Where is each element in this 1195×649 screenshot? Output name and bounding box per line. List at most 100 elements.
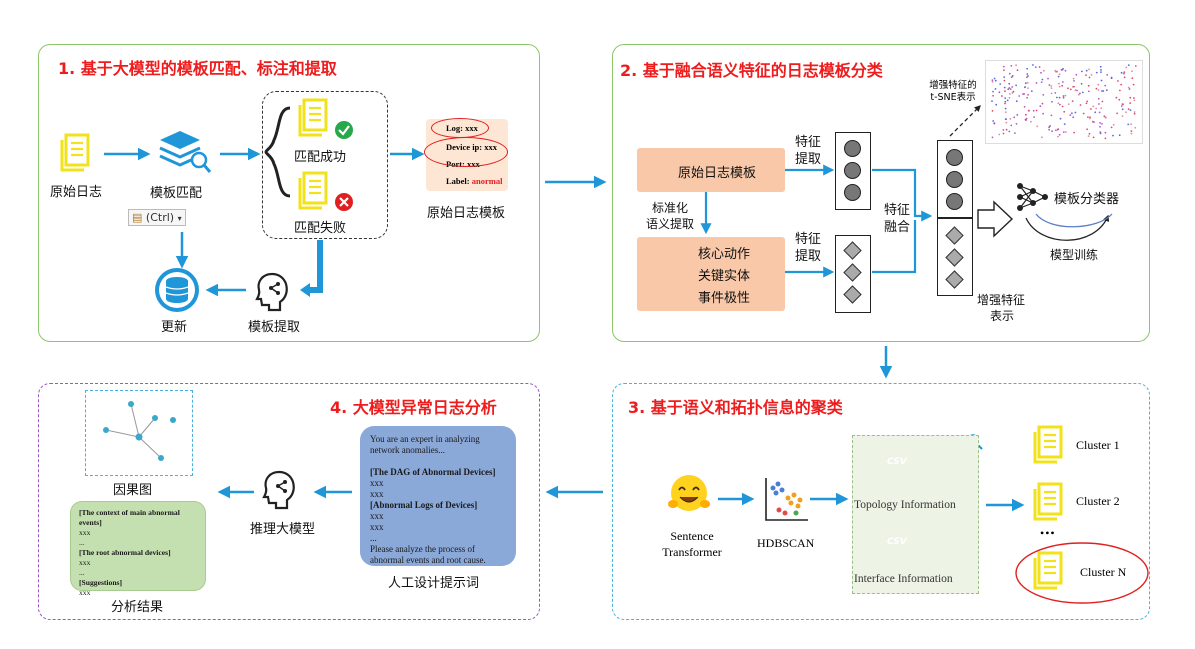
prompt-line: [The DAG of Abnormal Devices] xyxy=(370,467,496,477)
semantic-item-3: 事件极性 xyxy=(698,291,751,306)
tsne-point xyxy=(1104,84,1107,87)
tsne-point xyxy=(1099,65,1102,68)
panel2-title: 2. 基于融合语义特征的日志模板分类 xyxy=(620,61,883,80)
tsne-point xyxy=(1095,71,1098,74)
tsne-point xyxy=(995,103,998,106)
semantic-item-1: 核心动作 xyxy=(698,247,751,262)
tsne-point xyxy=(1026,81,1029,84)
tsne-point xyxy=(1092,136,1095,139)
tsne-point xyxy=(1058,96,1061,99)
enhanced-repr-b: 表示 xyxy=(990,309,1015,323)
match-fail-label: 匹配失败 xyxy=(294,221,347,236)
tsne-point xyxy=(1073,85,1075,88)
tsne-point xyxy=(1069,88,1072,91)
tsne-point xyxy=(1092,105,1095,108)
tsne-point xyxy=(1025,113,1027,116)
tsne-point xyxy=(1024,118,1027,121)
check-circle-icon xyxy=(335,121,353,139)
tsne-point xyxy=(1086,100,1089,103)
tsne-point xyxy=(1062,96,1065,99)
tsne-point xyxy=(1125,66,1128,69)
tsne-point xyxy=(1026,67,1028,70)
tsne-point xyxy=(1034,66,1037,69)
causal-graph-label: 因果图 xyxy=(113,483,153,498)
tsne-point xyxy=(1041,78,1044,81)
tsne-point xyxy=(1100,69,1102,71)
result-line: xxx xyxy=(79,558,91,567)
tsne-point xyxy=(1088,76,1091,79)
tsne-point xyxy=(992,94,994,97)
tsne-point xyxy=(1061,105,1064,108)
feature-vector-circles xyxy=(835,132,871,210)
feature-extract-1a: 特征 xyxy=(795,135,822,150)
tsne-point xyxy=(1051,100,1053,103)
result-line: xxx xyxy=(79,528,91,537)
tsne-point xyxy=(1121,108,1124,111)
tsne-point xyxy=(1072,116,1075,119)
tsne-point xyxy=(1062,95,1065,97)
tsne-point xyxy=(1035,82,1038,84)
tsne-point xyxy=(1130,130,1133,132)
match-result-box xyxy=(262,91,388,239)
tsne-point xyxy=(1011,92,1014,94)
tsne-point xyxy=(1129,96,1132,99)
result-line: xxx xyxy=(79,588,91,597)
tsne-point xyxy=(1054,69,1057,72)
cluster-2-label: Cluster 2 xyxy=(1076,494,1120,508)
tsne-point xyxy=(1004,102,1006,105)
tsne-point xyxy=(1086,128,1088,131)
panel-anomaly-analysis xyxy=(38,383,540,620)
feature-fusion-a: 特征 xyxy=(884,203,911,218)
tsne-point xyxy=(998,133,1001,136)
tsne-point xyxy=(1058,73,1061,76)
tsne-point xyxy=(1050,87,1053,89)
csv-label-2: CSV xyxy=(887,537,907,547)
tsne-point xyxy=(991,100,993,102)
cluster-2-doc-icon xyxy=(1033,482,1063,521)
tsne-point xyxy=(1047,77,1049,80)
tsne-point xyxy=(1018,95,1021,97)
tsne-point xyxy=(1025,117,1028,120)
sentence-transformer-line1: Sentence xyxy=(670,529,714,543)
paste-options-button[interactable]: ▤ (Ctrl) ▾ xyxy=(128,209,186,226)
prompt-line: abnormal events and root cause. xyxy=(370,555,486,565)
tsne-point xyxy=(1016,114,1019,116)
tsne-point xyxy=(1005,121,1008,124)
raw-log-doc-icon xyxy=(60,133,90,172)
analysis-result-label: 分析结果 xyxy=(111,600,164,615)
tsne-point xyxy=(1061,84,1064,87)
tsne-point xyxy=(1009,88,1012,90)
tsne-point xyxy=(1085,102,1088,105)
prompt-line: xxx xyxy=(370,478,384,488)
tsne-point xyxy=(1006,99,1009,102)
tsne-point xyxy=(1062,81,1064,83)
topology-label: Topology Information xyxy=(854,499,956,511)
tsne-point xyxy=(1100,71,1102,73)
update-label: 更新 xyxy=(161,320,188,335)
tsne-point xyxy=(991,80,994,83)
tsne-point xyxy=(1071,100,1074,102)
tsne-point xyxy=(1076,89,1078,92)
vector-diamond xyxy=(945,248,964,267)
ctrl-label: (Ctrl) xyxy=(145,211,175,224)
tsne-point xyxy=(1041,136,1043,139)
tsne-point xyxy=(1134,65,1137,67)
tsne-point xyxy=(1050,92,1053,95)
tsne-point xyxy=(1119,89,1121,92)
tsne-point xyxy=(992,120,995,122)
tsne-point xyxy=(1051,130,1053,133)
tsne-point xyxy=(1015,64,1017,67)
tsne-point xyxy=(1048,84,1051,86)
tsne-caption-line2: t-SNE表示 xyxy=(930,92,976,103)
tsne-point xyxy=(1100,107,1103,109)
tsne-point xyxy=(1058,82,1060,85)
tsne-point xyxy=(1058,85,1061,88)
tsne-point xyxy=(1033,116,1035,118)
tsne-point xyxy=(1030,90,1033,92)
tsne-point xyxy=(1097,83,1100,86)
raw-template-box xyxy=(637,148,785,192)
tsne-point xyxy=(1009,118,1012,120)
fused-feature-vector xyxy=(937,140,973,296)
